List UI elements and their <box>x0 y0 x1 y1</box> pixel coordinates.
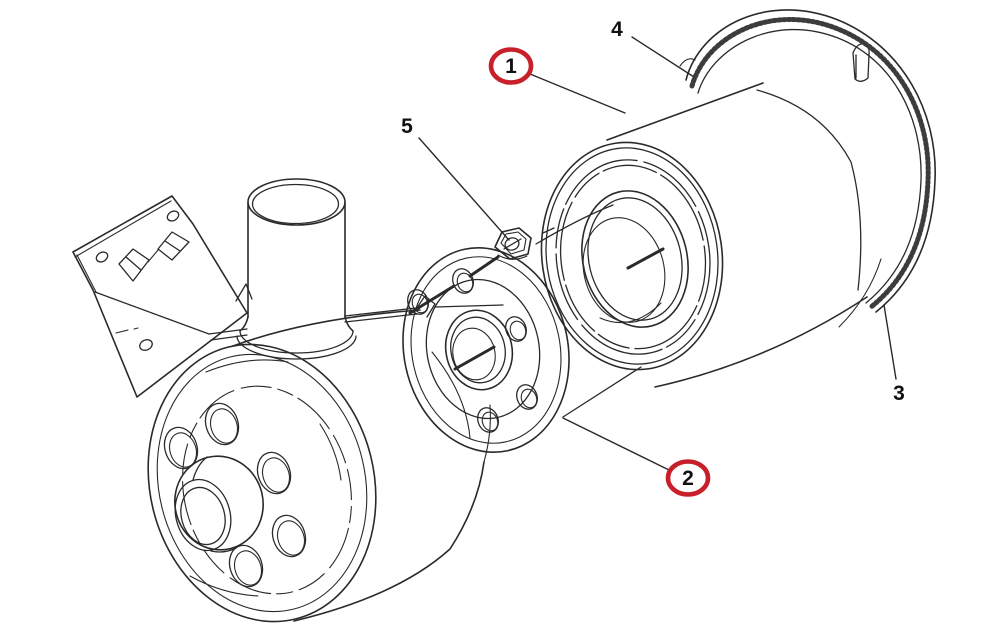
bracket-tab <box>118 248 150 282</box>
callout-2[interactable]: 2 <box>562 417 711 497</box>
callout-4[interactable]: 4 <box>611 18 695 78</box>
stud-axis <box>408 255 500 315</box>
drum-hub <box>174 455 264 553</box>
callout-2-label: 2 <box>682 467 694 490</box>
filter-perforations <box>700 213 874 385</box>
adapter-flange <box>402 227 570 453</box>
retaining-nut <box>494 227 532 260</box>
callout-3[interactable]: 3 <box>883 304 905 405</box>
housing-outer-rim <box>685 9 936 313</box>
callout-1-circle <box>488 47 534 85</box>
bracket-hole <box>166 210 180 222</box>
pipe-mouth <box>247 178 346 226</box>
inner-cone-tube <box>535 204 642 418</box>
callouts: 4 1 5 3 2 <box>401 18 905 497</box>
callout-5[interactable]: 5 <box>401 115 510 241</box>
callout-1[interactable]: 1 <box>488 47 626 114</box>
callout-1-label: 1 <box>505 55 517 78</box>
flange-center-hole <box>444 309 514 391</box>
flange-bolt-holes <box>407 268 538 433</box>
drum-face <box>147 343 377 623</box>
support-strap <box>208 307 418 341</box>
gasket-ring <box>689 17 931 310</box>
callout-3-leader <box>883 304 897 380</box>
centre-axis <box>453 345 496 371</box>
pipe-base <box>239 330 354 354</box>
callout-3-label: 3 <box>893 382 905 405</box>
filter-opening <box>581 190 689 328</box>
callout-4-label: 4 <box>611 18 623 41</box>
callout-2-circle <box>665 459 711 497</box>
callout-5-label: 5 <box>401 115 413 138</box>
intake-pipe <box>236 178 357 360</box>
filter-element <box>540 82 874 388</box>
diagram-artwork: 4 1 5 3 2 <box>72 9 936 623</box>
callout-2-leader <box>562 417 670 471</box>
callout-4-leader <box>631 36 695 78</box>
callout-5-leader <box>418 137 510 241</box>
callout-1-leader <box>529 73 626 114</box>
blower-drum <box>147 309 491 623</box>
mounting-bracket <box>72 195 504 398</box>
filter-front-rim <box>540 141 724 371</box>
bracket-tab <box>157 231 190 261</box>
drum-face-holes <box>163 402 307 588</box>
flange-rim <box>402 247 570 453</box>
housing-shell <box>679 9 936 328</box>
bracket-hole <box>139 339 153 351</box>
bracket-hole <box>95 251 109 263</box>
centre-axis <box>626 247 665 270</box>
